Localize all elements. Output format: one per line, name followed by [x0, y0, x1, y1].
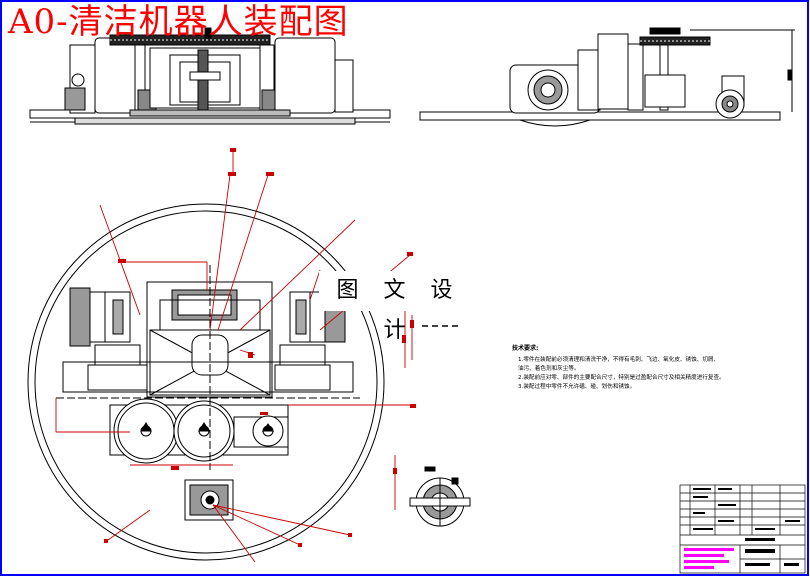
notes-item: 3.装配过程中零件不允许磕、碰、划伤和锈蚀。: [518, 384, 636, 390]
notes-item: 2.装配前应对零、部件的主要配合尺寸，特别是过盈配合尺寸及相关精度进行复查。: [518, 375, 725, 381]
dimension-marks: [104, 148, 416, 547]
technical-requirements: 技术要求: 1.零件在装配前必须清理和清洗干净，不得有毛刺、飞边、氧化皮、锈蚀、…: [512, 344, 797, 392]
notes-heading: 技术要求:: [512, 345, 539, 352]
front-view: [29, 27, 391, 125]
section-detail: [409, 466, 471, 527]
side-view: [419, 27, 795, 127]
plan-view: [27, 203, 385, 561]
notes-item: 1.零件在装配前必须清理和清洗干净，不得有毛刺、飞边、氧化皮、锈蚀、切屑、: [518, 357, 720, 363]
title-block-entries: [684, 488, 800, 569]
drawing-title: A0-清洁机器人装配图: [8, 2, 349, 42]
notes-item: 油污、着色剂和灰尘等。: [518, 366, 580, 372]
watermark-text: 图 文 设 计: [319, 271, 479, 343]
